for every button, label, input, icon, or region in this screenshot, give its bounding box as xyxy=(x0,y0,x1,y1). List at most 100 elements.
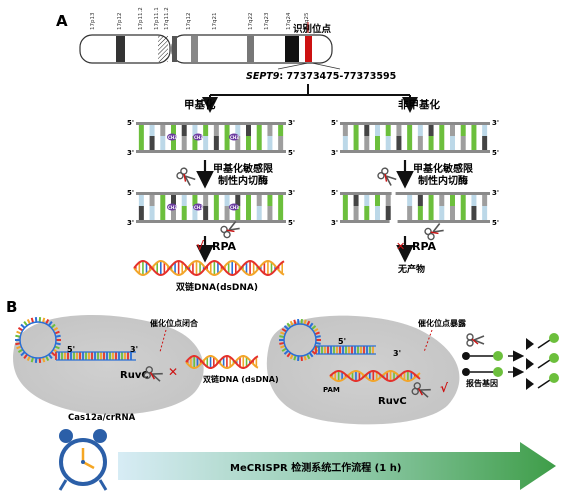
scissor-handle xyxy=(411,387,419,396)
band-17p12 xyxy=(116,36,125,62)
strand-top xyxy=(136,122,286,125)
enzyme-label-right-1: 甲基化敏感限 xyxy=(413,162,474,175)
rpa-label-right: RPA xyxy=(412,240,437,253)
base-pair-bottom xyxy=(407,136,413,150)
prime3-b-left: 3' xyxy=(130,345,138,354)
reporter-arrows xyxy=(508,350,525,378)
base-pair-bottom xyxy=(417,136,423,150)
base-pair-bottom xyxy=(171,206,176,220)
base-pair-top xyxy=(417,125,423,136)
fluorophore-icon xyxy=(549,373,559,383)
base-pair-bottom xyxy=(213,136,219,150)
scissor-handle xyxy=(176,172,184,180)
base-pair-top xyxy=(428,125,434,136)
base-pair-bottom xyxy=(235,136,241,150)
base-pair-bottom xyxy=(450,206,455,220)
rna-base xyxy=(54,330,60,335)
band-label-17q24: 17q24 xyxy=(286,12,292,30)
scissor-blade xyxy=(432,223,441,233)
rna-base xyxy=(30,357,35,363)
scissor-red-mark xyxy=(471,338,479,345)
strand-top-right xyxy=(395,192,490,195)
base-pair-bottom xyxy=(460,136,466,150)
base-pair-top xyxy=(181,125,187,136)
base-pair-bottom xyxy=(160,206,166,220)
scissors-icon xyxy=(377,167,397,186)
workflow-label: MeCRISPR 检测系统工作流程 (1 h) xyxy=(230,461,401,474)
rna-base xyxy=(311,325,317,330)
base-pair-top xyxy=(171,125,176,136)
rna-base xyxy=(52,327,59,332)
methyl-group-icon xyxy=(229,203,239,211)
strand-bottom xyxy=(136,150,286,153)
scissors-group-b xyxy=(143,366,431,398)
base-pair-top xyxy=(203,125,209,136)
cas12a-crrna-label: Cas12a/crRNA xyxy=(68,413,136,423)
base-pair-top xyxy=(246,125,251,136)
base-pair-top xyxy=(256,195,262,206)
base-pair-top xyxy=(482,125,488,136)
helix-backbone xyxy=(185,355,259,369)
unmethylated-title: 非甲基化 xyxy=(398,98,440,111)
fragment-linker xyxy=(537,339,551,349)
base-pair-top xyxy=(235,195,241,206)
branch-arrows xyxy=(202,84,418,113)
rna-base xyxy=(26,318,31,325)
scissor-blade xyxy=(385,175,397,181)
scissor-red-mark xyxy=(384,173,388,182)
base-pair-top xyxy=(439,195,445,206)
fluorophore-icon xyxy=(549,353,559,363)
rna-base xyxy=(308,322,314,328)
base-pair-bottom xyxy=(192,206,198,220)
helix-backbone xyxy=(185,355,259,369)
base-pair-top xyxy=(213,195,219,206)
scissor-handle xyxy=(427,232,435,241)
strand-top-left xyxy=(340,192,392,195)
base-pair-top xyxy=(342,195,348,206)
rna-base xyxy=(280,331,286,336)
rna-base xyxy=(23,353,28,359)
quencher-fragment-icon xyxy=(526,338,534,350)
base-pair-top xyxy=(428,195,434,206)
base-pair-top xyxy=(267,195,273,206)
base-pair-bottom xyxy=(482,206,488,220)
crrna-stem-left xyxy=(55,351,136,361)
helix-a xyxy=(133,259,285,277)
check-mark-b: √ xyxy=(440,381,449,395)
scissors-icon xyxy=(411,382,431,398)
hybrid-dsdna xyxy=(329,370,421,382)
base-pair-top xyxy=(203,195,209,206)
prime3-label: 3' xyxy=(492,119,499,127)
helix-b xyxy=(185,355,259,369)
rna-base xyxy=(17,327,24,332)
base-pair-bottom xyxy=(342,136,348,150)
strand-top xyxy=(340,122,490,125)
gene-range: : 77373475-77373595 xyxy=(279,71,396,82)
zoom-line-right xyxy=(311,62,341,70)
prime5-label: 5' xyxy=(127,189,134,197)
base-pair-top xyxy=(450,195,455,206)
base-pair-bottom xyxy=(342,206,348,220)
rpa-label-left: RPA xyxy=(212,240,237,253)
band-label-17p11.2: 17p11.2 xyxy=(138,7,144,30)
quencher-fragment-icon xyxy=(526,358,534,370)
base-pair-bottom xyxy=(224,136,230,150)
strand-bottom-right xyxy=(397,220,490,223)
quencher-icon xyxy=(462,368,470,376)
dsdna-b-label: 双链DNA (dsDNA) xyxy=(203,374,279,384)
band-17q11.1 xyxy=(172,36,177,62)
panel-a-label: A xyxy=(56,12,68,30)
base-pair-bottom xyxy=(267,136,273,150)
base-pair-bottom xyxy=(192,136,198,150)
prime3-label: 3' xyxy=(331,149,338,157)
enzyme-label-left-1: 甲基化敏感限 xyxy=(213,162,274,175)
base-pair-top xyxy=(149,195,155,206)
check-mark: √ xyxy=(196,239,205,253)
rna-base xyxy=(286,322,292,328)
prime5-label: 5' xyxy=(331,189,338,197)
scissor-blade xyxy=(151,372,163,375)
scissor-blade xyxy=(432,229,444,233)
band-label-17q21: 17q21 xyxy=(212,13,218,31)
rna-base xyxy=(15,334,21,338)
